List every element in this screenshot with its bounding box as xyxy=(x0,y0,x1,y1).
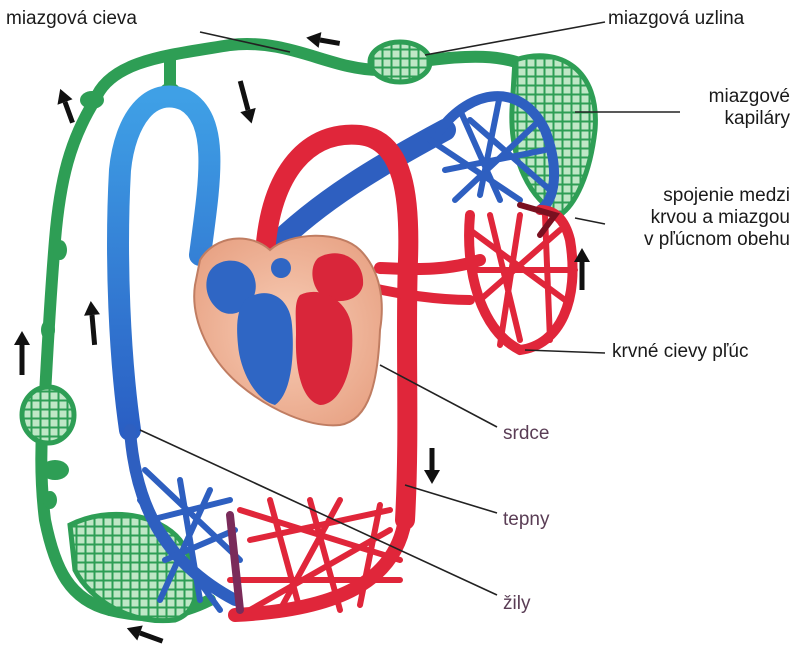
flow-arrow-icon xyxy=(14,32,590,644)
label-lung-vessels: krvné cievy pľúc xyxy=(612,341,749,362)
label-heart: srdce xyxy=(503,423,550,444)
label-veins: žily xyxy=(503,593,531,614)
label-connection-line-1: spojenie medzi xyxy=(663,185,790,206)
body-capillaries xyxy=(124,424,412,622)
label-connection-line-2: krvou a miazgou xyxy=(650,207,790,228)
label-lymph-node: miazgová uzlina xyxy=(608,8,745,29)
leader-lines xyxy=(139,21,680,596)
lymph-node-left xyxy=(19,384,77,480)
lung-capillaries xyxy=(427,91,578,356)
label-connection-line-3: v pľúcnom obehu xyxy=(643,229,790,250)
veins xyxy=(107,85,456,441)
label-lymph-capillaries: miazgové kapiláry xyxy=(672,86,790,130)
label-lymph-capillaries-line-1: miazgové xyxy=(708,86,790,107)
lymph-node-top xyxy=(367,39,433,85)
label-connection: spojenie medzi krvou a miazgou v pľúcnom… xyxy=(600,185,790,251)
label-lymph-vessel: miazgová cieva xyxy=(6,8,137,29)
label-lymph-capillaries-line-2: kapiláry xyxy=(724,108,790,129)
label-arteries: tepny xyxy=(503,509,550,530)
heart xyxy=(193,234,383,427)
